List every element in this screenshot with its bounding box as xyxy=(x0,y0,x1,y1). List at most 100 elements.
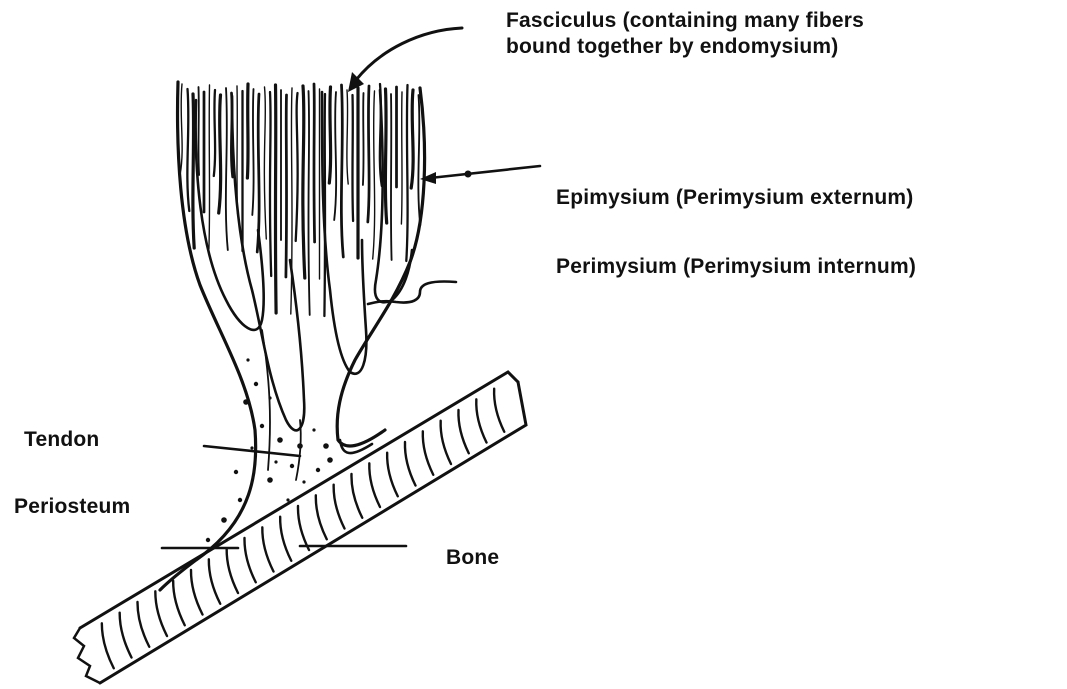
muscle-fiber-stroke xyxy=(373,91,375,259)
tendon-dot xyxy=(274,460,277,463)
bone-hatch-stroke xyxy=(494,389,504,432)
tendon-dot xyxy=(277,437,283,443)
bone-hatch-stroke xyxy=(173,581,185,626)
muscle-fiber-stroke xyxy=(209,85,210,249)
muscle-fiber-stroke xyxy=(411,90,413,188)
muscle-fiber-stroke xyxy=(270,92,271,276)
muscle-fibers xyxy=(180,84,420,316)
muscle-fiber-stroke xyxy=(193,94,194,248)
periosteum-label: Periosteum xyxy=(14,494,130,520)
tendon-dot xyxy=(316,468,320,472)
fasciculus-label-line-2: bound together by endomysium) xyxy=(506,34,864,60)
muscle-fiber-stroke xyxy=(214,90,215,176)
muscle-fiber-stroke xyxy=(314,84,315,242)
perimysium-fold-3 xyxy=(322,92,366,374)
bone-hatch-stroke xyxy=(120,613,132,658)
bone-upper-edge xyxy=(80,372,518,628)
bone-shape xyxy=(74,372,526,683)
muscle-fiber-stroke xyxy=(264,87,266,239)
muscle-fiber-stroke xyxy=(187,89,189,211)
bone-hatch-stroke xyxy=(244,538,255,582)
muscle-fiber-stroke xyxy=(363,93,364,185)
epimysium-leader-dot xyxy=(465,171,472,178)
muscle-fiber-stroke xyxy=(275,85,276,313)
muscle-fiber-stroke xyxy=(401,92,402,224)
bone-hatch-stroke xyxy=(155,591,167,636)
bone-hatch-stroke xyxy=(262,527,273,571)
tendon-dot xyxy=(260,424,264,428)
muscle-fiber-stroke xyxy=(257,94,259,252)
muscle-fiber-stroke xyxy=(291,88,292,314)
tendon-dot xyxy=(234,470,238,474)
tendon-dot xyxy=(327,457,333,463)
tendon-dot xyxy=(312,428,315,431)
bone-hatch-stroke xyxy=(209,559,220,603)
bone-hatch-stroke xyxy=(387,453,398,497)
tendon-dot xyxy=(286,498,289,501)
epimysium-label: Epimysium (Perimysium externum) xyxy=(556,185,913,211)
bone-hatch-stroke xyxy=(369,463,380,507)
muscle-fiber-stroke xyxy=(231,93,232,177)
bone-label: Bone xyxy=(446,545,499,571)
fasciculus-label-line-1: Fasciculus (containing many fibers xyxy=(506,8,864,34)
bone-hatch-stroke xyxy=(423,431,433,474)
tendon-dot xyxy=(243,399,249,405)
tendon-dot xyxy=(267,477,273,483)
fasciculus-label: Fasciculus (containing many fibers bound… xyxy=(506,8,864,60)
muscle-fiber-stroke xyxy=(385,89,386,223)
perimysium-leader-line xyxy=(368,281,456,304)
bone-hatch-stroke xyxy=(191,570,203,615)
muscle-fiber-stroke xyxy=(180,84,182,174)
muscle-fiber-stroke xyxy=(391,94,392,260)
muscle-fiber-stroke xyxy=(406,85,407,261)
bone-hatch-stroke xyxy=(458,410,468,453)
tendon-dot xyxy=(297,443,303,449)
muscle-fiber-stroke xyxy=(324,94,325,316)
bone-hatch-stroke xyxy=(351,474,362,518)
bone-lower-edge xyxy=(100,382,526,683)
epimysium-leader-line xyxy=(430,166,540,178)
bone-hatch-stroke xyxy=(280,517,291,561)
bone-hatch-stroke xyxy=(102,623,114,668)
muscle-fiber-stroke xyxy=(198,87,199,175)
tendon-dot xyxy=(238,498,242,502)
fasciculus-leader-line xyxy=(356,28,462,80)
bone-hatch-stroke xyxy=(441,421,451,464)
bone-hatch-stroke xyxy=(298,506,309,550)
tendon-label: Tendon xyxy=(24,427,99,453)
muscle-fiber-stroke xyxy=(237,86,238,214)
bone-hatch-stroke xyxy=(476,399,486,442)
tendon-dot xyxy=(206,538,210,542)
muscle-fiber-stroke xyxy=(296,93,298,241)
muscle-fiber-stroke xyxy=(252,89,253,215)
muscle-fiber-stroke xyxy=(308,91,309,315)
tendon-dot xyxy=(246,358,249,361)
tendon-dot xyxy=(250,446,253,449)
tendon-dot xyxy=(302,480,305,483)
epimysium-arrowhead xyxy=(420,172,436,184)
muscle-fiber-stroke xyxy=(418,95,420,225)
perimysium-label: Perimysium (Perimysium internum) xyxy=(556,254,916,280)
muscle-fiber-stroke xyxy=(286,95,287,277)
bone-hatch-stroke xyxy=(405,442,416,486)
tendon-dot xyxy=(254,382,258,386)
bone-hatch-stroke xyxy=(227,549,238,593)
bone-left-end xyxy=(74,628,100,683)
muscle-fiber-stroke xyxy=(341,85,343,257)
bone-hatch-stroke xyxy=(137,602,149,647)
tendon-dot xyxy=(221,517,227,523)
bone-hatching xyxy=(102,389,504,669)
muscle-fiber-stroke xyxy=(329,87,330,183)
muscle-fiber-stroke xyxy=(347,90,348,184)
muscle-fiber-stroke xyxy=(226,88,228,250)
tendon-dot xyxy=(323,443,329,449)
bone-hatch-stroke xyxy=(334,485,345,529)
tendon-dot xyxy=(268,396,271,399)
muscle-fiber-stroke xyxy=(334,92,336,220)
muscle-fiber-stroke xyxy=(352,95,353,221)
muscle-fiber-stroke xyxy=(368,86,369,222)
bone-hatch-stroke xyxy=(316,495,327,539)
muscle-fiber-stroke xyxy=(303,86,305,278)
tendon-dot xyxy=(290,464,294,468)
